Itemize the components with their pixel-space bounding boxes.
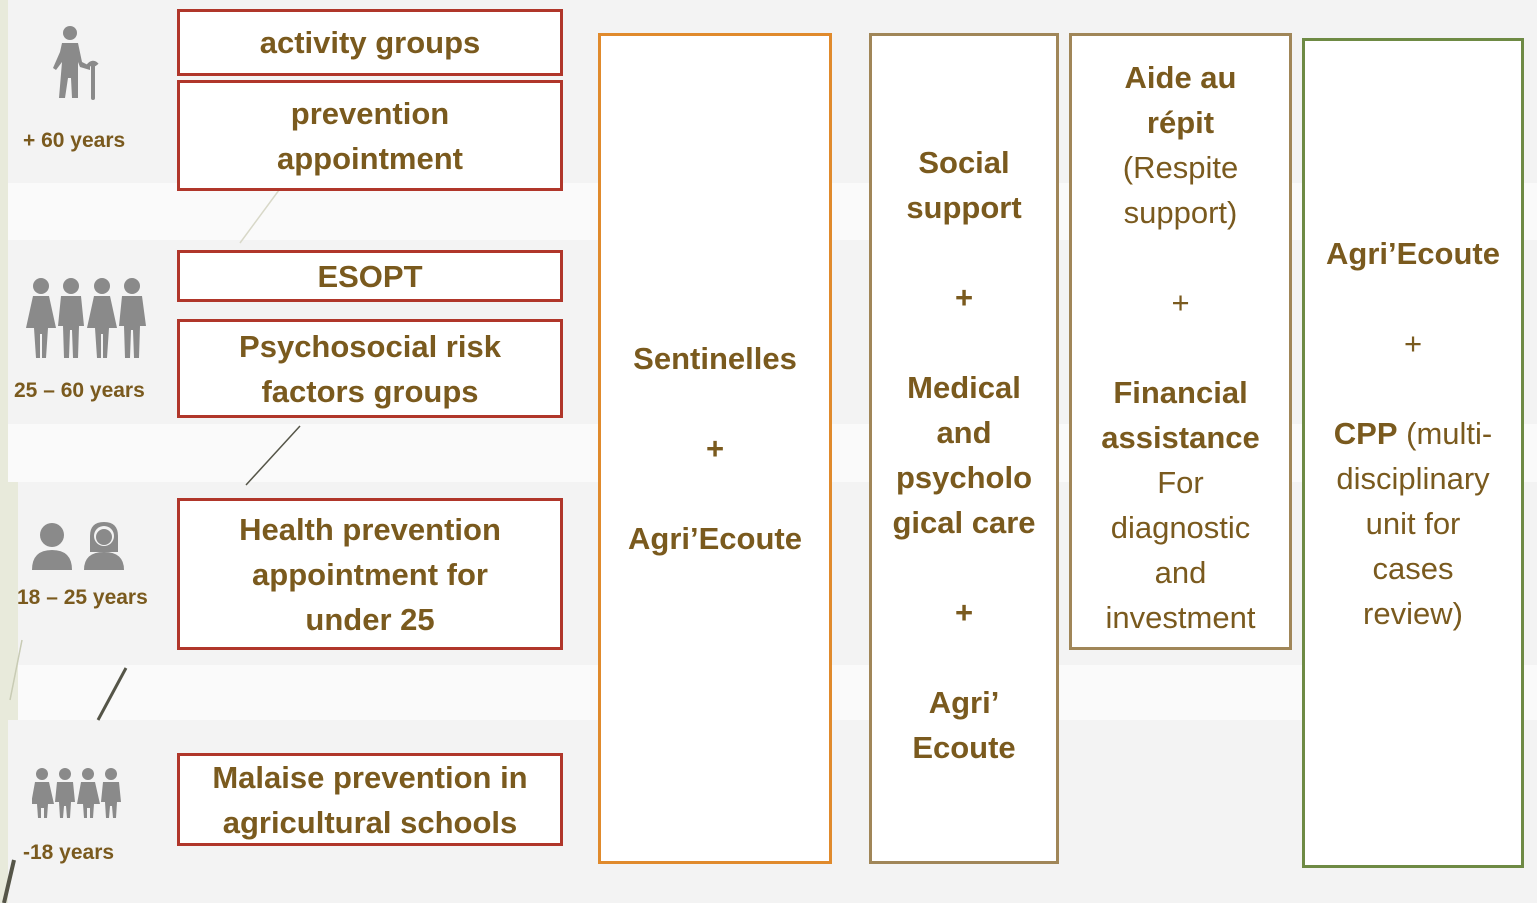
esopt-box: ESOPT [177, 250, 563, 302]
adults-group-icon [26, 278, 146, 358]
activity-groups-box: activity groups [177, 9, 563, 76]
aide-plus: + [1171, 285, 1190, 320]
age-label-25-60: 25 – 60 years [14, 379, 145, 402]
malaise-prevention-box: Malaise prevention in agricultural schoo… [177, 753, 563, 846]
prevention-appointment-line1: prevention [290, 95, 450, 131]
sentinelles-agriecoute: Agri’Ecoute [628, 521, 802, 556]
sentinelles-plus: + [705, 431, 725, 466]
cpp-line5: review) [1363, 596, 1463, 631]
health-prevention-line2: appointment for [252, 556, 488, 592]
esopt-text: ESOPT [317, 258, 423, 294]
psychosocial-line2: factors groups [261, 373, 479, 409]
psychosocial-risk-box: Psychosocial risk factors groups [177, 319, 563, 418]
medical-line3: psycholo [895, 460, 1033, 495]
medical-line1: Medical [907, 370, 1021, 405]
for-line4: investment [1105, 600, 1256, 635]
age-label-60plus: + 60 years [23, 129, 126, 152]
age-label-18-25: 18 – 25 years [17, 586, 148, 609]
psychosocial-line1: Psychosocial risk [239, 328, 501, 364]
aide-line2: répit [1146, 105, 1215, 140]
prevention-appointment-line2: appointment [277, 140, 463, 176]
young-adults-icon [32, 522, 124, 570]
sentinelles-title: Sentinelles [633, 341, 797, 376]
cpp-line3: unit for [1365, 506, 1461, 541]
malaise-line2: agricultural schools [222, 804, 518, 840]
financial-line2: assistance [1101, 420, 1260, 455]
activity-groups-text: activity groups [259, 25, 481, 60]
health-prevention-line3: under 25 [305, 601, 435, 637]
malaise-line1: Malaise prevention in [212, 759, 528, 795]
social-line2: support [906, 190, 1022, 225]
medical-line4: gical care [892, 505, 1036, 540]
cpp-line2: disciplinary [1336, 461, 1490, 496]
children-group-icon [32, 768, 121, 818]
health-prevention-box: Health prevention appointment for under … [177, 498, 563, 650]
cpp-bold: CPP [1333, 416, 1398, 451]
cpp-column: Agri’Ecoute + CPP (multi- disciplinary u… [1302, 38, 1524, 868]
social-agri-line2: Ecoute [912, 730, 1016, 765]
for-line3: and [1154, 555, 1207, 590]
medical-line2: and [936, 415, 992, 450]
social-agri-line1: Agri’ [928, 685, 1000, 720]
financial-line1: Financial [1113, 375, 1248, 410]
social-plus2: + [954, 595, 974, 630]
respite-line1: (Respite [1122, 150, 1239, 185]
age-label-under18: -18 years [23, 841, 115, 864]
aide-line1: Aide au [1124, 60, 1237, 95]
prevention-appointment-box: prevention appointment [177, 80, 563, 191]
cpp-agriecoute: Agri’Ecoute [1326, 236, 1500, 271]
social-line1: Social [918, 145, 1010, 180]
cpp-plus: + [1403, 326, 1423, 361]
social-plus1: + [954, 280, 974, 315]
for-line1: For [1157, 465, 1204, 500]
cpp-line1: CPP (multi- [1334, 411, 1492, 456]
sentinelles-column: Sentinelles + Agri’Ecoute [598, 33, 832, 864]
for-line2: diagnostic [1110, 510, 1251, 545]
social-support-column: Social support + Medical and psycholo gi… [869, 33, 1059, 864]
health-prevention-line1: Health prevention [239, 511, 501, 547]
aide-repit-column: Aide au répit (Respite support) + Financ… [1069, 33, 1292, 650]
respite-line2: support) [1123, 195, 1238, 230]
elderly-person-icon [53, 26, 99, 100]
cpp-rest: (multi- [1397, 416, 1493, 451]
cpp-line4: cases [1372, 551, 1454, 586]
